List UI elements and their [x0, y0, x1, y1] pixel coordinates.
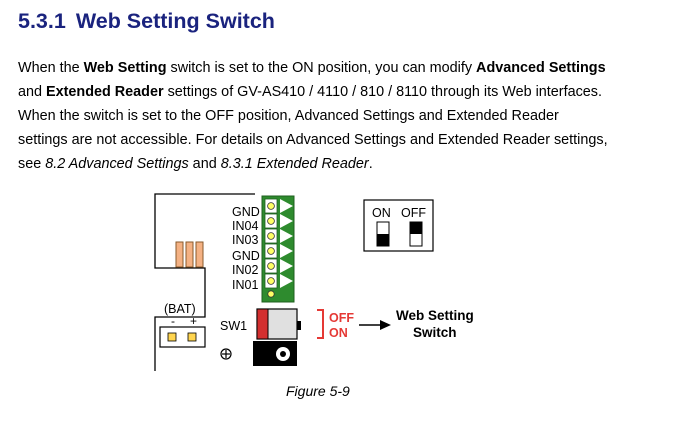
- text-run: When the: [18, 60, 84, 76]
- terminal-labels: GND IN04 IN03 GND IN02 IN01: [232, 205, 260, 292]
- terminal-label: GND: [232, 205, 260, 219]
- reference-extended-reader: 8.3.1 Extended Reader: [220, 156, 369, 172]
- battery-connector: (BAT) - +: [159, 302, 206, 348]
- sw1-label: SW1: [220, 319, 247, 333]
- callout-line-1: Web Setting: [396, 308, 474, 323]
- paragraph-line-1: When the Web Setting switch is set to th…: [18, 56, 668, 80]
- screw-hole-icon: [220, 348, 232, 360]
- off-position-label: OFF: [329, 311, 354, 325]
- battery-label: (BAT): [164, 302, 196, 316]
- section-number: 5.3.1: [18, 9, 66, 33]
- bold-term-extended-reader: Extended Reader: [46, 84, 164, 100]
- terminal-label: IN02: [232, 263, 258, 277]
- paragraph-line-3: When the switch is set to the OFF positi…: [18, 108, 559, 124]
- bold-term-advanced-settings: Advanced Settings: [476, 60, 606, 76]
- input-terminal-block: [261, 195, 295, 303]
- switch-position-indicator: OFF ON: [317, 309, 354, 340]
- web-setting-switch: [256, 308, 301, 340]
- text-run: and: [188, 156, 221, 172]
- battery-plus-label: +: [190, 314, 197, 328]
- dip-on-label: ON: [372, 206, 391, 220]
- callout-arrow-icon: [359, 320, 391, 330]
- bold-term-web-setting: Web Setting: [83, 60, 167, 76]
- terminal-label: IN03: [232, 233, 258, 247]
- text-run: settings of GV-AS410 / 4110 / 810 / 8110…: [163, 84, 602, 100]
- text-run: .: [368, 156, 373, 172]
- battery-minus-label: -: [171, 314, 175, 328]
- section-title: Web Setting Switch: [75, 9, 275, 33]
- board-outline: [154, 193, 255, 371]
- paragraph-line-5: see 8.2 Advanced Settings and 8.3.1 Exte…: [18, 152, 668, 176]
- terminal-label: IN04: [232, 219, 258, 233]
- section-heading: 5.3.1 Web Setting Switch: [18, 9, 275, 34]
- on-position-label: ON: [329, 326, 348, 340]
- orange-connector: [175, 241, 204, 268]
- dip-off-label: OFF: [401, 206, 426, 220]
- dip-switch-legend: ON OFF: [363, 199, 434, 252]
- buzzer-component: [253, 341, 297, 366]
- terminal-label: GND: [232, 249, 260, 263]
- text-run: see: [18, 156, 46, 172]
- paragraph-line-2: and Extended Reader settings of GV-AS410…: [18, 80, 668, 104]
- terminal-label: IN01: [232, 278, 258, 292]
- text-run: and: [18, 84, 47, 100]
- reference-advanced-settings: 8.2 Advanced Settings: [45, 156, 189, 172]
- figure-caption: Figure 5-9: [286, 383, 350, 399]
- description-paragraph: When the Web Setting switch is set to th…: [18, 56, 668, 176]
- text-run: switch is set to the ON position, you ca…: [166, 60, 477, 76]
- callout-line-2: Switch: [413, 325, 457, 340]
- paragraph-line-4: settings are not accessible. For details…: [18, 132, 608, 148]
